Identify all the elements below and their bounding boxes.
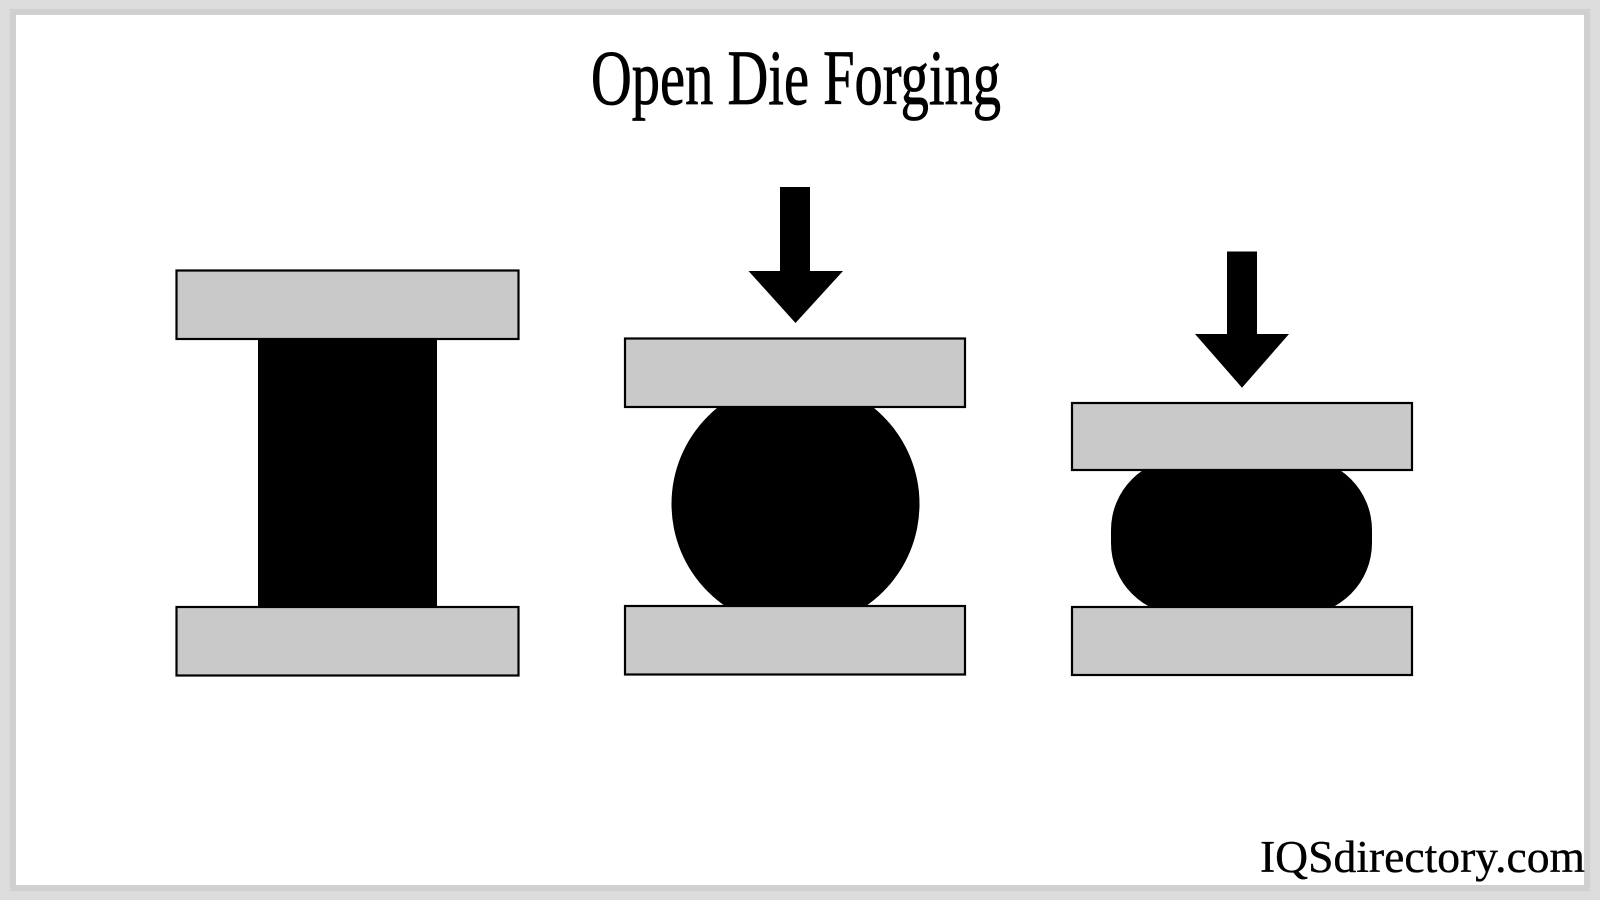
svg-text:Open Die Forging: Open Die Forging	[591, 34, 1001, 121]
svg-text:IQSdirectory.com: IQSdirectory.com	[1260, 832, 1585, 882]
